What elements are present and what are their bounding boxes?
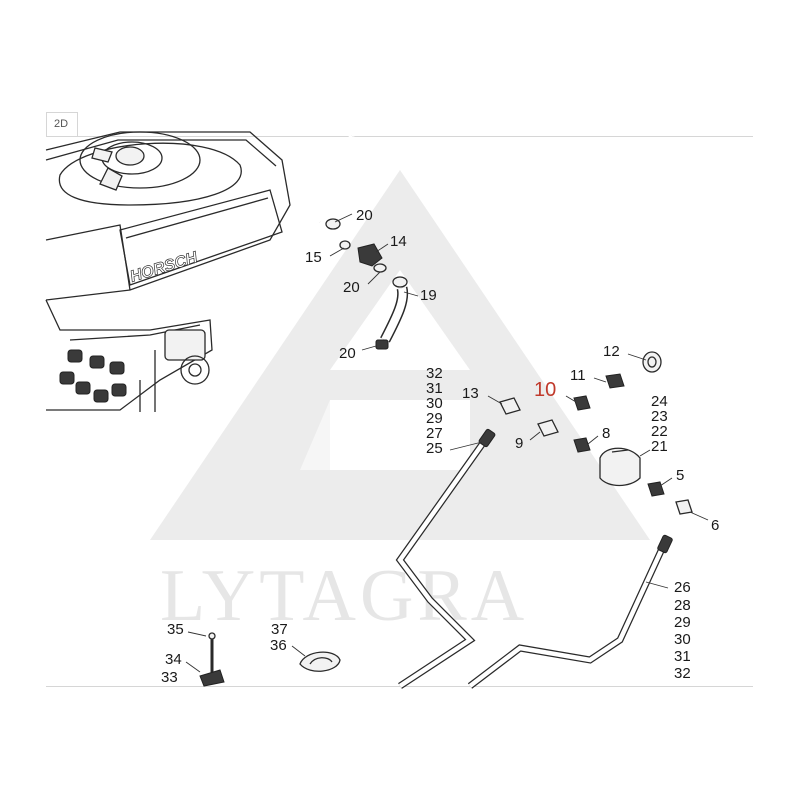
view-tab-label: 2D xyxy=(54,118,69,130)
part-labels: 20 14 15 20 19 20 12 11 10 13 9 8 24 23 … xyxy=(161,207,719,686)
view-tab-2d[interactable]: 2D xyxy=(46,112,78,136)
bottom-small-parts xyxy=(199,632,341,687)
part-label[interactable]: 11 xyxy=(570,367,586,384)
part-label[interactable]: 34 xyxy=(165,651,182,668)
part-label[interactable]: 6 xyxy=(711,517,719,534)
part-label[interactable]: 28 xyxy=(674,597,691,614)
left-pipe xyxy=(395,428,496,689)
part-label[interactable]: 36 xyxy=(270,637,287,654)
part-label[interactable]: 8 xyxy=(602,425,610,442)
part-label[interactable]: 27 xyxy=(426,425,443,442)
part-label[interactable]: 29 xyxy=(426,410,443,427)
part-label[interactable]: 20 xyxy=(356,207,373,224)
fittings-assembly xyxy=(499,351,693,515)
part-label[interactable]: 32 xyxy=(426,365,443,382)
part-label[interactable]: 35 xyxy=(167,621,184,638)
part-label[interactable]: 31 xyxy=(426,380,443,397)
leader-lines xyxy=(185,213,709,673)
part-label[interactable]: 37 xyxy=(271,621,288,638)
part-label[interactable]: 9 xyxy=(515,435,523,452)
watermark-logo: LYTAGRA xyxy=(150,170,650,637)
part-label[interactable]: 31 xyxy=(674,648,691,665)
part-label[interactable]: 26 xyxy=(674,579,691,596)
part-label[interactable]: 5 xyxy=(676,467,684,484)
part-label[interactable]: 21 xyxy=(651,438,668,455)
watermark-text: LYTAGRA xyxy=(160,555,528,637)
upper-hose-assembly xyxy=(307,135,409,350)
part-label[interactable]: 14 xyxy=(390,233,407,250)
metering-outlets xyxy=(59,349,127,403)
part-label[interactable]: 22 xyxy=(651,423,668,440)
part-label[interactable]: 24 xyxy=(651,393,668,410)
machine-brand-label: HORSCH xyxy=(128,249,200,286)
machine-illustration: HORSCH xyxy=(45,131,291,412)
right-pipe xyxy=(467,534,673,689)
part-label[interactable]: 30 xyxy=(674,631,691,648)
part-label-highlighted[interactable]: 10 xyxy=(534,379,556,401)
viewer-bottom-border xyxy=(46,686,753,687)
part-label[interactable]: 13 xyxy=(462,385,479,402)
part-label[interactable]: 15 xyxy=(305,249,322,266)
viewer-top-border xyxy=(46,136,753,137)
part-label[interactable]: 30 xyxy=(426,395,443,412)
part-label[interactable]: 25 xyxy=(426,440,443,457)
part-label[interactable]: 23 xyxy=(651,408,668,425)
part-label[interactable]: 32 xyxy=(674,665,691,682)
part-label[interactable]: 12 xyxy=(603,343,620,360)
part-label[interactable]: 20 xyxy=(339,345,356,362)
part-label[interactable]: 33 xyxy=(161,669,178,686)
part-label[interactable]: 29 xyxy=(674,614,691,631)
part-label[interactable]: 20 xyxy=(343,279,360,296)
part-label[interactable]: 19 xyxy=(420,287,437,304)
